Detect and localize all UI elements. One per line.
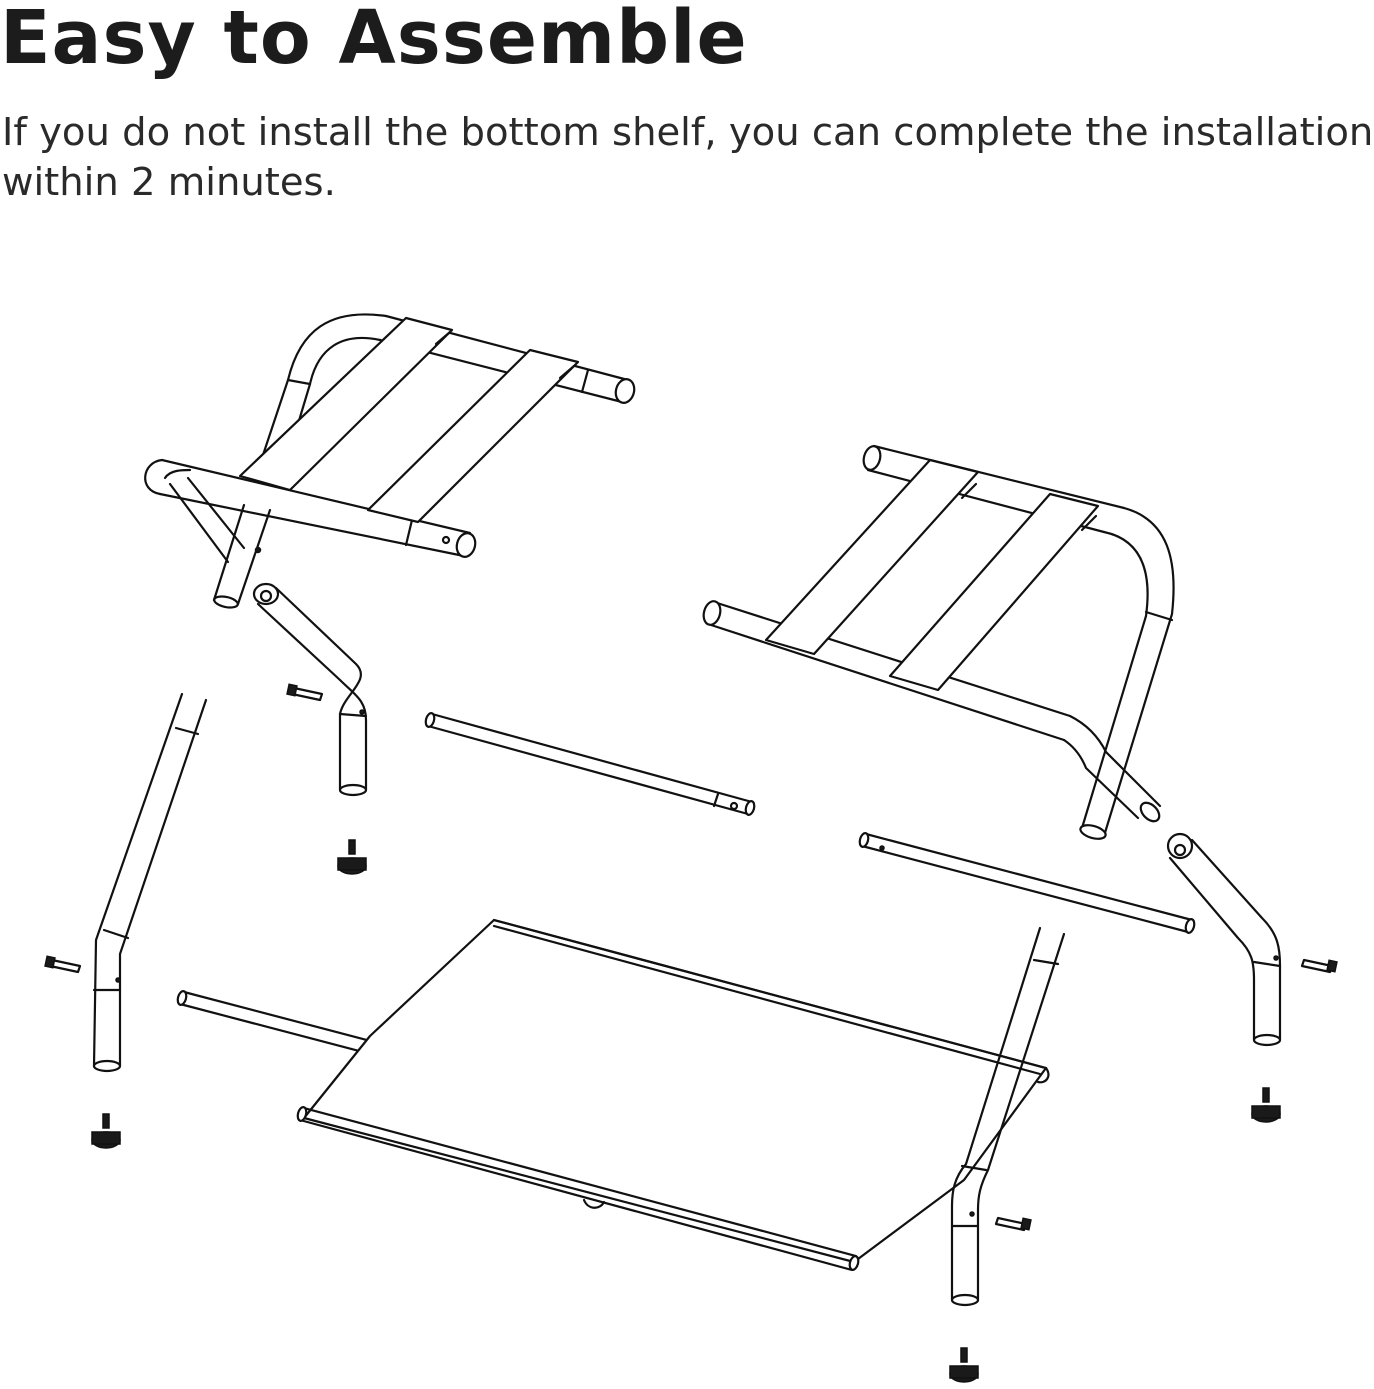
screw xyxy=(994,1216,1032,1232)
leg-front-left xyxy=(92,692,208,1073)
description-line-2: within 2 minutes. xyxy=(2,160,336,205)
foot-pad xyxy=(1251,1087,1281,1123)
foot-pad xyxy=(91,1113,121,1149)
screw xyxy=(44,955,82,974)
foot-pad xyxy=(337,839,367,875)
assembly-drawing xyxy=(44,313,1338,1383)
screw xyxy=(286,683,324,702)
seat-frame-left xyxy=(144,313,636,609)
leg-rear-right xyxy=(1166,832,1282,1047)
crossbar xyxy=(424,712,756,816)
leg-front-right xyxy=(950,926,1066,1307)
seat-frame-right xyxy=(702,444,1175,840)
bottom-shelf xyxy=(296,918,1050,1272)
crossbar xyxy=(858,832,1196,934)
screw xyxy=(1300,958,1338,974)
exploded-assembly-diagram xyxy=(0,280,1374,1389)
description-line-1: If you do not install the bottom shelf, … xyxy=(2,110,1374,155)
page-title: Easy to Assemble xyxy=(0,0,748,81)
leg-rear-left xyxy=(252,582,368,797)
foot-pad xyxy=(949,1347,979,1383)
assembly-description: If you do not install the bottom shelf, … xyxy=(2,108,1374,208)
